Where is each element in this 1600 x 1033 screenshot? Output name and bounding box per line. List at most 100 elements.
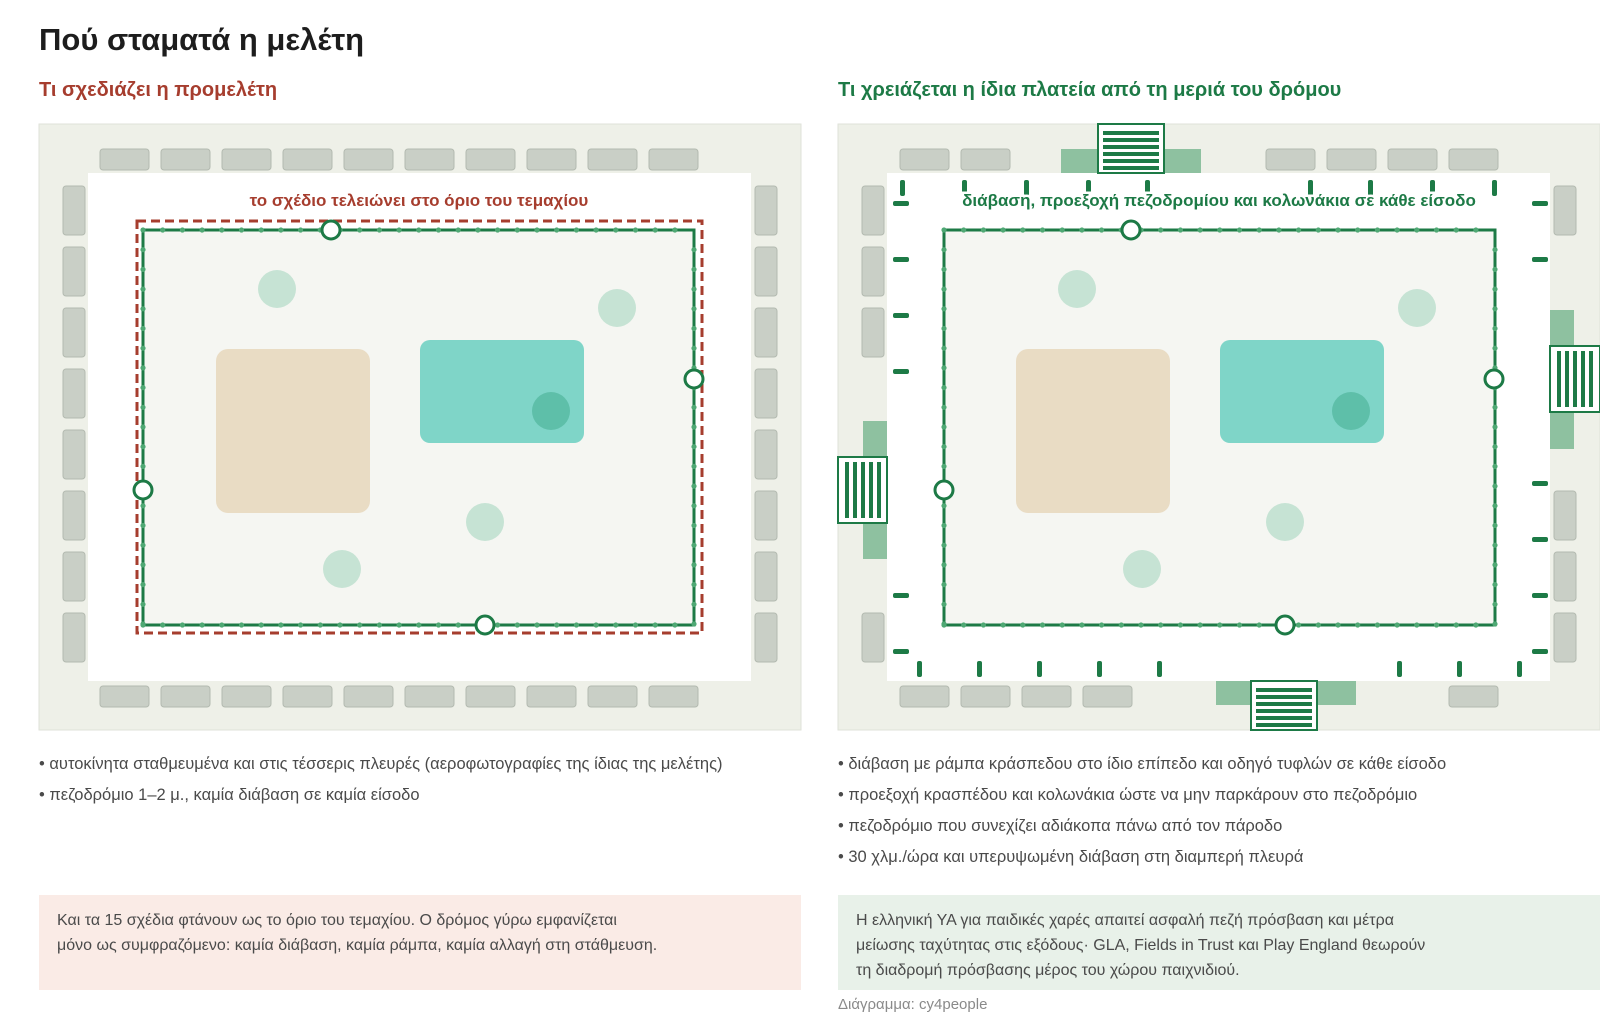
parked-car [754, 429, 778, 480]
fence-post [1492, 621, 1498, 627]
right-tree [1266, 503, 1304, 541]
bollard [1532, 537, 1548, 542]
left-entrance-marker [474, 614, 496, 636]
fence-post [140, 424, 146, 430]
fence-post [1355, 622, 1361, 628]
fence-post [691, 542, 697, 548]
fence-post [613, 622, 619, 628]
fence-post [961, 622, 967, 628]
fence-post [1296, 622, 1302, 628]
parked-car [526, 148, 577, 171]
fence-post [258, 227, 264, 233]
bollard [1492, 180, 1497, 196]
parked-car [754, 551, 778, 602]
right-sand-area [1016, 349, 1170, 513]
left-note-box: Και τα 15 σχέδια φτάνουν ως το όριο του … [39, 895, 801, 990]
bollard [962, 180, 967, 196]
bollard [1532, 649, 1548, 654]
right-fence-posts [941, 227, 1498, 628]
fence-post [140, 365, 146, 371]
fence-post [140, 621, 146, 627]
parked-car [861, 307, 885, 358]
fence-post [1039, 622, 1046, 628]
parked-car [1448, 685, 1499, 708]
parked-car [404, 685, 455, 708]
zebra-stripe [1256, 695, 1312, 699]
fence-post [1492, 522, 1498, 529]
fence-post [691, 582, 697, 588]
zebra-stripe [1256, 716, 1312, 720]
fence-post [140, 266, 146, 272]
left-entrance-marker [132, 479, 154, 501]
parked-car [861, 612, 885, 663]
fence-post [691, 562, 697, 568]
right-crossing-annotation: διάβαση, προεξοχή πεζοδρομίου και κολωνά… [962, 191, 1476, 210]
fence-post [1453, 622, 1459, 628]
fence-post [1414, 622, 1420, 628]
fence-post [1020, 227, 1026, 233]
fence-post [160, 622, 166, 628]
fence-post [980, 622, 987, 628]
zebra-stripe [1256, 702, 1312, 706]
fence-post [1473, 622, 1479, 628]
fence-post [495, 622, 501, 628]
parked-car [861, 185, 885, 236]
bollard [1157, 661, 1162, 677]
fence-post [941, 424, 947, 430]
fence-post [455, 227, 461, 233]
right-bullet-item: προεξοχή κρασπέδου και κολωνάκια ώστε να… [838, 785, 1446, 816]
fence-post [691, 325, 697, 332]
right-entrance-marker [1274, 614, 1296, 636]
left-boundary-annotation: το σχέδιο τελειώνει στο όριο του τεμαχίο… [250, 191, 589, 210]
zebra-stripe [1256, 723, 1312, 727]
fence-post [1492, 542, 1498, 548]
fence-post [1158, 622, 1164, 628]
fence-post [1492, 286, 1498, 292]
fence-post [495, 227, 501, 233]
fence-post [1492, 503, 1498, 509]
zebra-stripe [861, 462, 865, 518]
fence-post [140, 522, 146, 529]
fence-post [1492, 562, 1498, 568]
fence-post [140, 542, 146, 548]
fence-post [455, 622, 461, 628]
fence-post [140, 562, 146, 568]
fence-post [691, 247, 697, 253]
right-tree [1058, 270, 1096, 308]
zebra-stripe [877, 462, 881, 518]
page-title: Πού σταματά η μελέτη [39, 22, 365, 57]
parked-car [1553, 490, 1577, 541]
bollard [1037, 661, 1042, 677]
fence-post [1335, 622, 1341, 628]
fence-post [1315, 622, 1321, 628]
fence-post [1374, 227, 1380, 233]
parked-car [754, 246, 778, 297]
right-bullet-item: διάβαση με ράμπα κράσπεδου στο ίδιο επίπ… [838, 754, 1446, 785]
fence-post [1197, 227, 1203, 233]
zebra-stripe [1103, 166, 1159, 170]
fence-post [691, 424, 697, 430]
fence-post [1177, 622, 1183, 628]
fence-post [593, 622, 599, 628]
left-tree [466, 503, 504, 541]
fence-post [1414, 227, 1420, 233]
fence-post [1433, 227, 1440, 233]
fence-post [199, 227, 205, 233]
bollard [1097, 661, 1102, 677]
fence-post [199, 622, 205, 628]
diagram-credit: Διάγραμμα: cy4people [838, 996, 988, 1013]
bollard [893, 257, 909, 262]
parked-car [754, 307, 778, 358]
fence-post [238, 227, 245, 233]
fence-post [1099, 622, 1105, 628]
left-tree [323, 550, 361, 588]
parked-car [160, 685, 211, 708]
right-note-line: μείωσης ταχύτητας στις εξόδους· GLA, Fie… [856, 937, 1426, 954]
right-entrance-marker [1483, 368, 1505, 390]
fence-post [1492, 306, 1498, 312]
bollard [893, 313, 909, 318]
fence-post [691, 266, 697, 272]
parked-car [62, 429, 86, 480]
fence-post [691, 522, 697, 529]
zebra-stripe [1103, 145, 1159, 149]
